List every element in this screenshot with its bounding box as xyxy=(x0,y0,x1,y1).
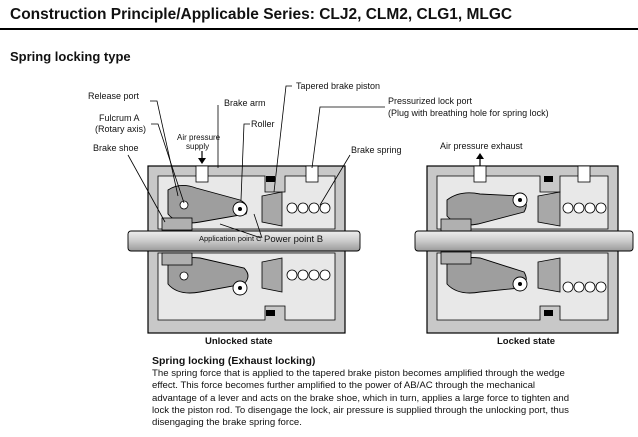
locked-diagram xyxy=(414,153,634,334)
label-brake-shoe: Brake shoe xyxy=(93,143,139,153)
header-rule xyxy=(0,28,638,30)
unlocked-lower-piston xyxy=(261,257,283,293)
description: Spring locking (Exhaust locking) The spr… xyxy=(152,355,632,429)
unlocked-diagram xyxy=(127,151,361,334)
label-roller: Roller xyxy=(251,119,275,129)
page-header: Construction Principle/Applicable Series… xyxy=(0,0,638,30)
label-application-point: Application point C xyxy=(199,234,262,243)
locked-exhaust-port xyxy=(473,165,487,183)
unlocked-piston-rod xyxy=(127,230,361,252)
page-title: Construction Principle/Applicable Series… xyxy=(10,6,513,23)
description-line: The spring force that is applied to the … xyxy=(152,368,565,379)
leader-lines xyxy=(127,85,385,239)
description-line: disengaging the brake spring force. xyxy=(152,417,302,429)
label-plug-note: (Plug with breathing hole for spring loc… xyxy=(388,108,549,118)
label-brake-arm: Brake arm xyxy=(224,98,266,108)
label-pressurized-lock-port: Pressurized lock port xyxy=(388,96,473,106)
unlocked-lower-brake-shoe xyxy=(161,252,193,266)
unlocked-lock-port xyxy=(305,165,319,183)
state-locked: Locked state xyxy=(497,336,555,347)
section-title: Spring locking type xyxy=(10,49,131,64)
unlocked-lower-spring xyxy=(286,269,331,281)
label-brake-spring: Brake spring xyxy=(351,145,402,155)
unlocked-upper-brake-shoe xyxy=(161,217,193,231)
label-tapered-brake-piston: Tapered brake piston xyxy=(296,81,380,91)
unlocked-upper-piston xyxy=(261,191,283,227)
description-heading: Spring locking (Exhaust locking) xyxy=(152,355,316,367)
label-fulcrum: Fulcrum A xyxy=(99,113,140,123)
unlocked-fulcrum xyxy=(179,200,189,210)
label-release-port: Release port xyxy=(88,91,140,101)
construction-diagram: Release port Fulcrum A (Rotary axis) Air… xyxy=(88,81,634,347)
description-line: effect. This force becomes further ampli… xyxy=(152,380,536,392)
label-air-supply-2: supply xyxy=(186,142,209,151)
label-power-point: Power point B xyxy=(264,234,323,245)
description-line: lock the piston rod. To disengage the lo… xyxy=(152,404,569,416)
state-unlocked: Unlocked state xyxy=(205,336,273,347)
description-line: advantage of a lever and acts on the bra… xyxy=(152,392,570,404)
label-rotary-axis: (Rotary axis) xyxy=(95,124,146,134)
description-body: The spring force that is applied to the … xyxy=(152,368,632,429)
unlocked-upper-spring xyxy=(286,202,331,214)
unlocked-seal xyxy=(266,176,275,182)
locked-piston-rod xyxy=(414,230,634,252)
label-air-supply-1: Air pressure xyxy=(177,133,221,142)
unlocked-supply-port xyxy=(195,165,209,183)
label-air-pressure-exhaust: Air pressure exhaust xyxy=(440,141,523,151)
